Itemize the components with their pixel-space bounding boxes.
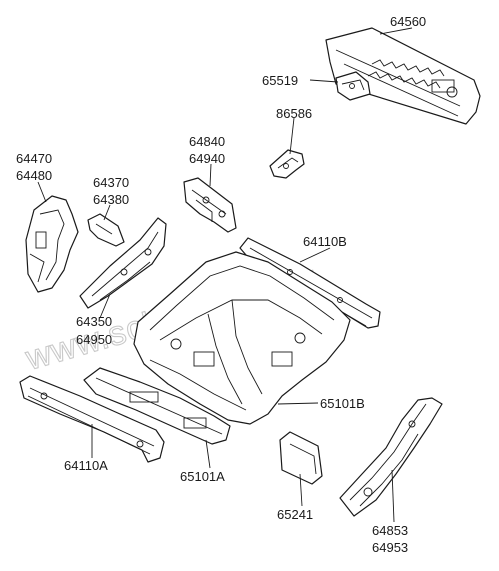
leader-lines (37, 27, 413, 523)
label-65101b: 65101B (320, 396, 365, 411)
label-64940: 64940 (189, 151, 225, 166)
leader-64560 (379, 27, 413, 35)
leader-64853 (391, 469, 395, 523)
part-64110a-cross-member (19, 375, 165, 463)
part-64350-side-member (79, 217, 167, 309)
leader-65519 (309, 79, 339, 83)
label-64953: 64953 (372, 540, 408, 555)
leader-64370 (103, 204, 111, 221)
leader-64840 (209, 163, 212, 187)
label-64470: 64470 (16, 151, 52, 166)
part-64560-rear-floor-panel (325, 27, 481, 125)
label-64480: 64480 (16, 168, 52, 183)
part-65241-plate (279, 431, 323, 485)
part-64853-side-member (339, 397, 443, 517)
part-64370-gusset (87, 213, 125, 247)
label-64110a: 64110A (64, 458, 108, 473)
label-64350: 64350 (76, 314, 112, 329)
label-64950: 64950 (76, 332, 112, 347)
leader-64470 (37, 181, 47, 203)
label-65101a: 65101A (180, 469, 225, 484)
part-65101b-floor-pan (133, 251, 351, 425)
label-65241: 65241 (277, 507, 313, 522)
label-64840: 64840 (189, 134, 225, 149)
leader-65101a (205, 439, 211, 469)
part-64470-side-panel (25, 195, 79, 293)
leader-65101b (277, 402, 319, 405)
leader-86586 (289, 117, 295, 155)
label-65519: 65519 (262, 73, 298, 88)
part-64840-reinforcement (183, 177, 237, 233)
part-86586-bracket (269, 149, 305, 179)
label-64370: 64370 (93, 175, 129, 190)
leader-64110b (299, 247, 331, 263)
part-labels: 64560 65519 86586 64840 64940 64470 6448… (16, 14, 426, 555)
label-86586: 86586 (276, 106, 312, 121)
label-64110b: 64110B (303, 234, 347, 249)
part-65519-bracket (335, 71, 371, 101)
label-64560: 64560 (390, 14, 426, 29)
label-64380: 64380 (93, 192, 129, 207)
label-64853: 64853 (372, 523, 408, 538)
leader-65241 (299, 473, 303, 507)
leader-64350 (99, 293, 111, 319)
part-65101a-front-floor (83, 367, 231, 445)
